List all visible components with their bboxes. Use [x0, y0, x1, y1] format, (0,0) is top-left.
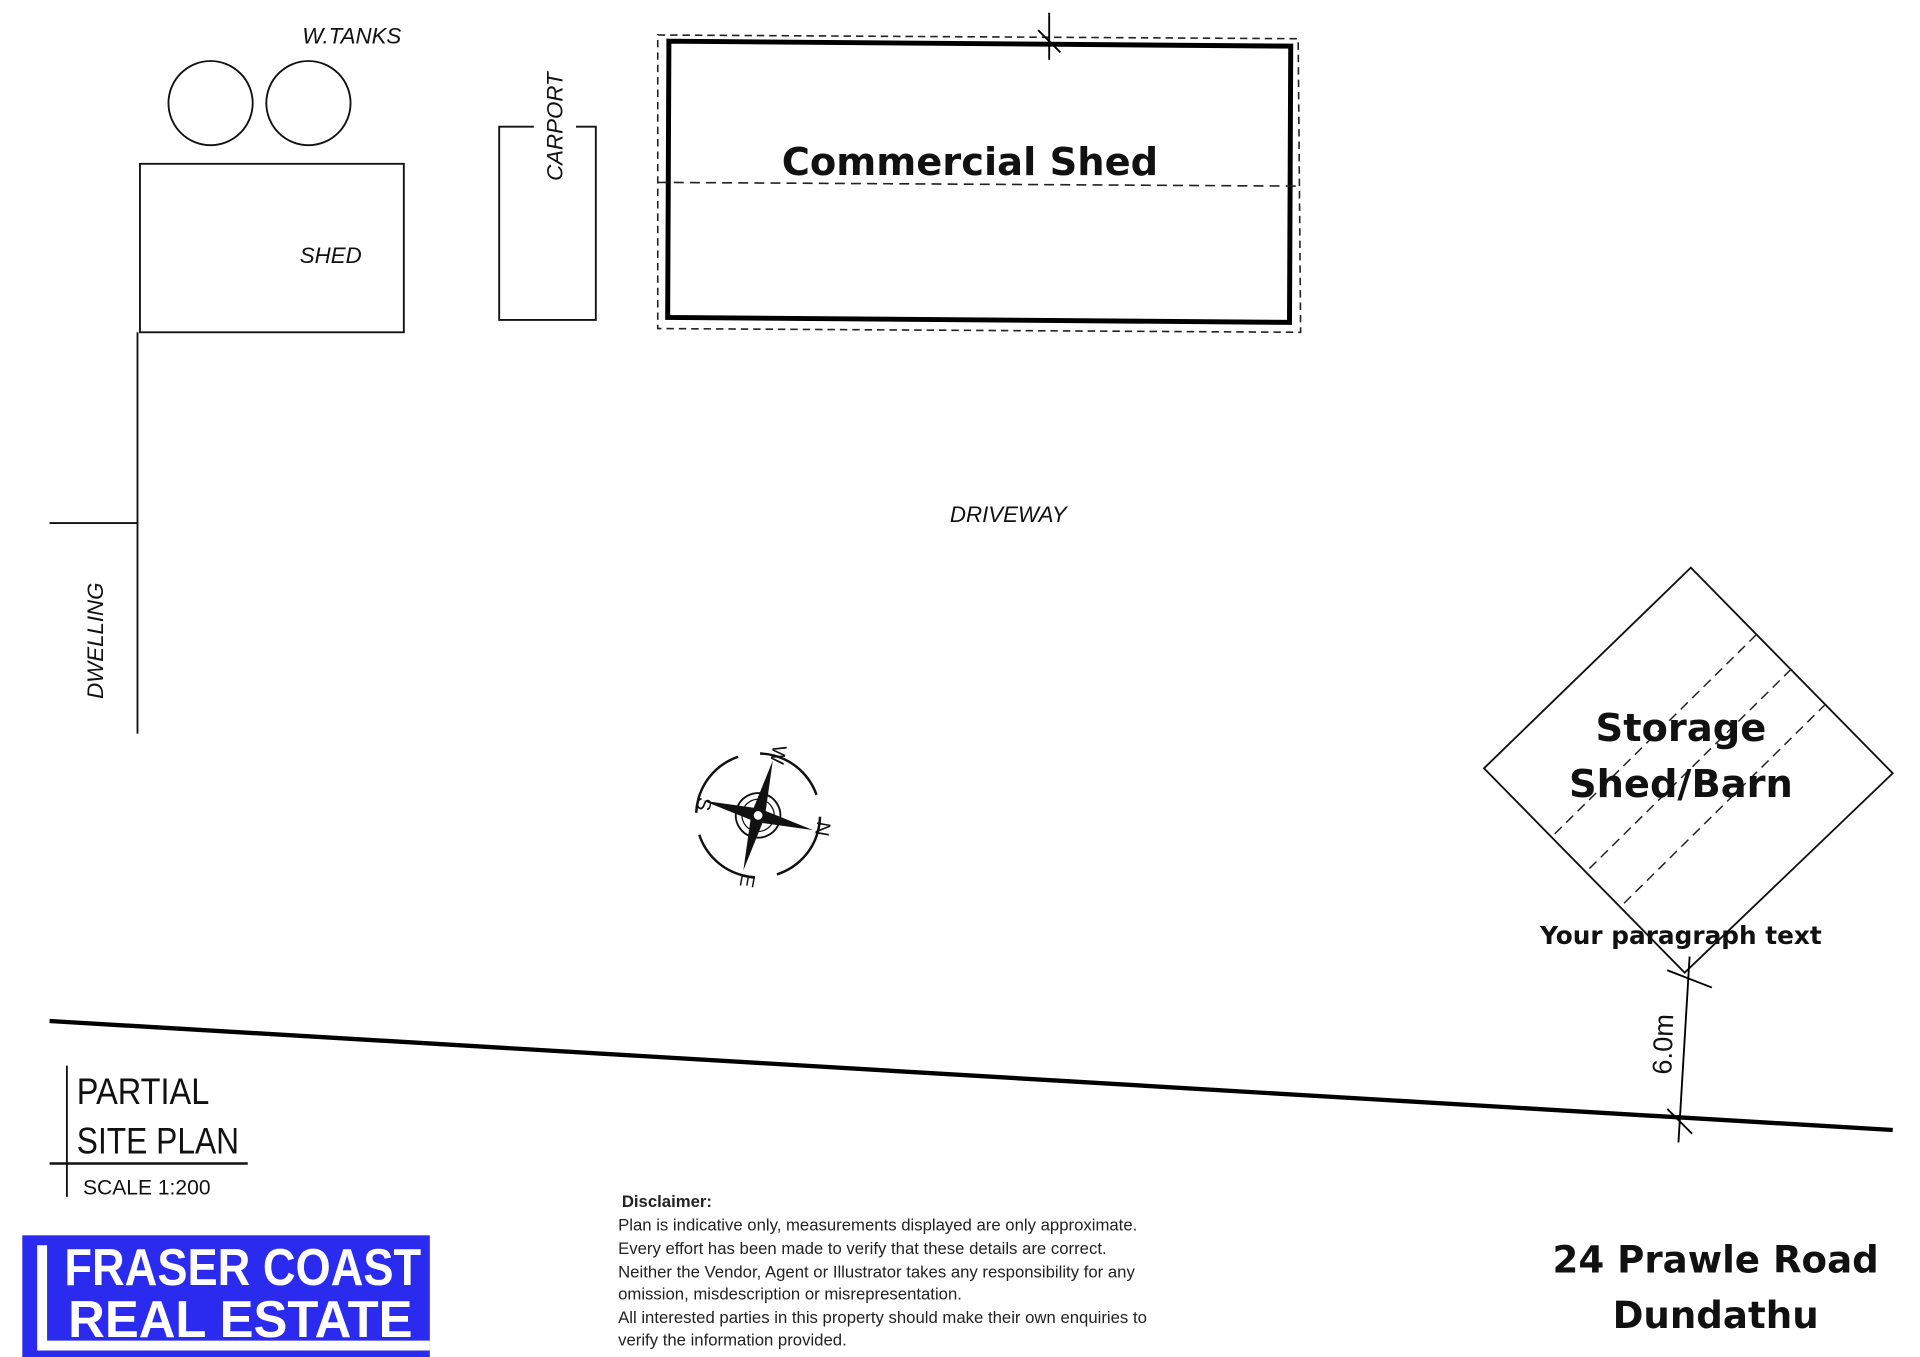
title-line2: SITE PLAN — [77, 1120, 239, 1162]
fraser-coast-logo: FRASER COAST REAL ESTATE — [22, 1235, 430, 1357]
logo-line1: FRASER COAST — [64, 1239, 421, 1297]
title-line1: PARTIAL — [77, 1070, 210, 1112]
setback-tick-bottom — [1666, 1108, 1693, 1135]
water-tanks-label: W.TANKS — [302, 24, 401, 49]
address-line2: Dundathu — [1613, 1294, 1819, 1337]
compass-w: W — [765, 743, 790, 766]
disclaimer-heading: Disclaimer: — [622, 1192, 712, 1211]
dimension-tick-slash — [1037, 29, 1061, 53]
compass-rose-icon — [694, 752, 822, 879]
shed-label: SHED — [300, 243, 362, 268]
setback-dimension-line — [1677, 956, 1691, 1143]
compass-n: N — [810, 820, 834, 838]
storage-shed-label-2: Shed/Barn — [1569, 762, 1793, 807]
disclaimer-line: Neither the Vendor, Agent or Illustrator… — [618, 1262, 1135, 1281]
disclaimer-line: omission, misdescription or misrepresent… — [618, 1285, 962, 1304]
carport-label: CARPORT — [542, 71, 567, 181]
disclaimer-line: Every effort has been made to verify tha… — [618, 1239, 1107, 1258]
water-tank-2 — [265, 60, 352, 147]
disclaimer-line: Plan is indicative only, measurements di… — [618, 1215, 1137, 1234]
scale-label: SCALE 1:200 — [83, 1176, 211, 1199]
disclaimer-line: All interested parties in this property … — [618, 1308, 1147, 1327]
placeholder-text: Your paragraph text — [1539, 921, 1822, 950]
shed-outline — [139, 162, 405, 334]
carport-outline — [498, 125, 597, 321]
logo-line2: REAL ESTATE — [68, 1291, 412, 1349]
compass-s: S — [691, 796, 715, 813]
address-line1: 24 Prawle Road — [1552, 1238, 1878, 1281]
storage-shed-label-1: Storage — [1596, 706, 1767, 751]
property-boundary — [49, 1018, 1893, 1133]
water-tank-1 — [167, 60, 254, 147]
commercial-shed-label: Commercial Shed — [782, 140, 1158, 185]
commercial-shed-dashed-outline — [656, 34, 1302, 334]
setback-label: 6.0m — [1646, 1013, 1679, 1075]
disclaimer-line: verify the information provided. — [618, 1331, 847, 1350]
commercial-shed-ridge — [657, 181, 1299, 187]
dwelling-label: DWELLING — [83, 583, 108, 699]
setback-tick-top — [1666, 969, 1713, 989]
driveway-label: DRIVEWAY — [950, 502, 1069, 527]
commercial-shed-outline — [665, 38, 1294, 325]
compass-e: E — [735, 872, 759, 889]
